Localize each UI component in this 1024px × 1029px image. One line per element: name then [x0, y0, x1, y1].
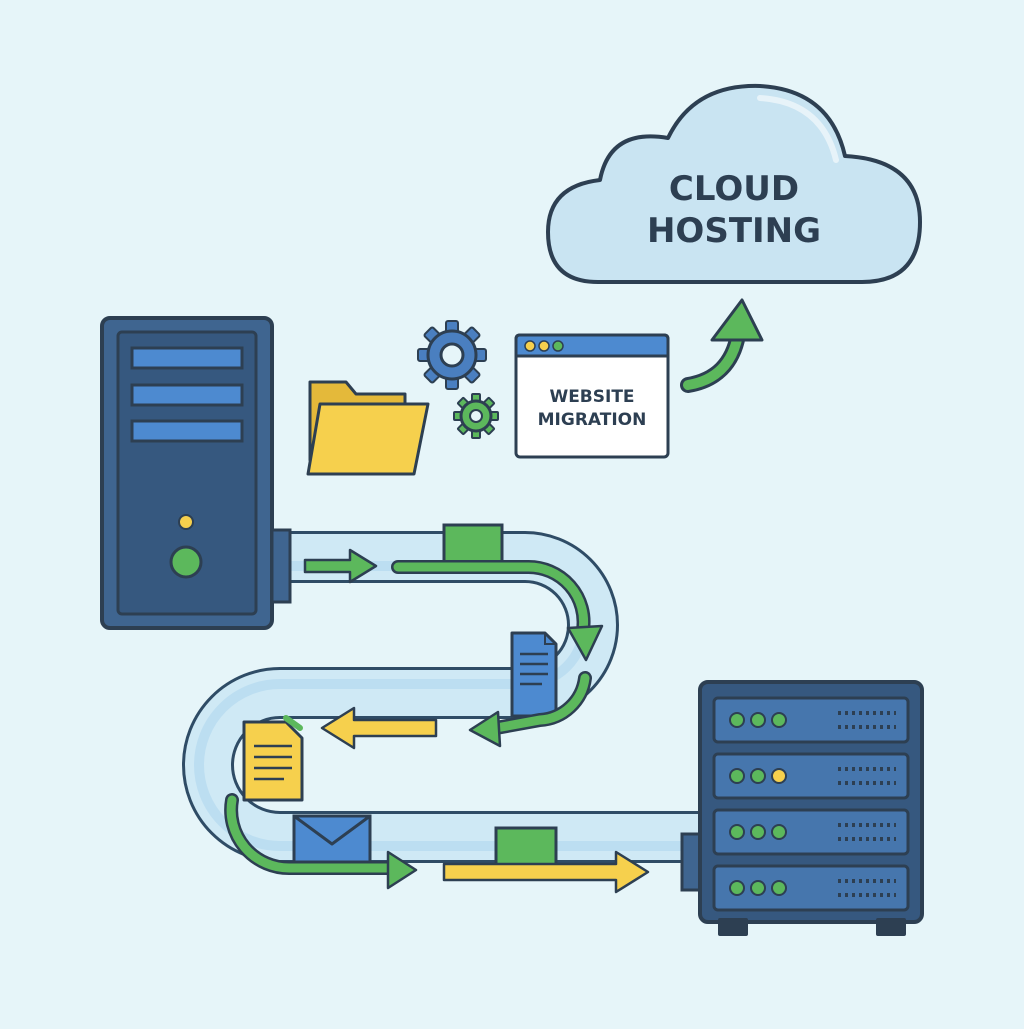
upload-arrow-head	[710, 298, 764, 342]
cloud-title-line2: HOSTING	[647, 211, 821, 251]
flow-arrow-head	[468, 710, 502, 748]
server-rack-icon	[680, 680, 924, 936]
cloud-icon: CLOUD HOSTING	[546, 83, 922, 284]
flow-arrow	[303, 548, 378, 584]
document-icon	[510, 631, 558, 718]
browser-window-icon: WEBSITE MIGRATION	[514, 333, 670, 459]
flow-arrow-head	[566, 624, 604, 662]
rack-unit	[712, 696, 910, 744]
window-title-line1: WEBSITE	[549, 387, 634, 407]
window-title-line2: MIGRATION	[538, 410, 647, 430]
upload-arrow-shaft	[683, 330, 743, 390]
rack-unit	[712, 752, 910, 800]
flow-arrow-head	[386, 850, 418, 890]
data-packet	[442, 523, 504, 567]
data-packet	[494, 826, 558, 870]
cloud-title-line1: CLOUD	[669, 169, 799, 209]
legacy-server-icon	[100, 316, 292, 630]
rack-unit	[712, 808, 910, 856]
gear-icon	[417, 320, 487, 390]
flow-arrow-fill	[226, 795, 395, 873]
document-icon	[242, 715, 304, 802]
flow-arrow	[442, 850, 650, 894]
folder-icon	[306, 380, 430, 476]
flow-arrow-fill	[491, 673, 590, 733]
flow-arrow-fill	[393, 562, 589, 635]
flow-arrow	[320, 706, 438, 750]
gear-icon	[453, 393, 499, 439]
envelope-icon	[292, 814, 372, 864]
rack-unit	[712, 864, 910, 912]
